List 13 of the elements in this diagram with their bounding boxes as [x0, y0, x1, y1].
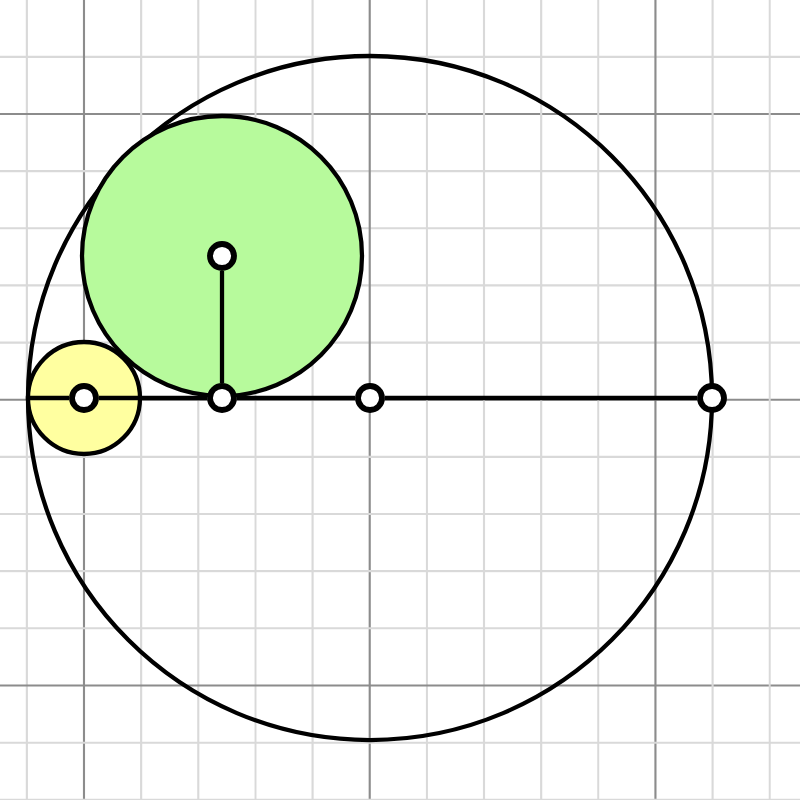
point	[355, 383, 385, 413]
circle	[25, 53, 715, 743]
point	[207, 241, 237, 271]
line-segment	[25, 395, 70, 401]
line-segment	[236, 395, 356, 401]
line-segment	[219, 270, 225, 384]
point	[69, 383, 99, 413]
line-segment	[384, 395, 698, 401]
line-segment	[98, 395, 208, 401]
point	[697, 383, 727, 413]
point	[207, 383, 237, 413]
disc	[25, 339, 143, 457]
disc	[79, 113, 365, 399]
